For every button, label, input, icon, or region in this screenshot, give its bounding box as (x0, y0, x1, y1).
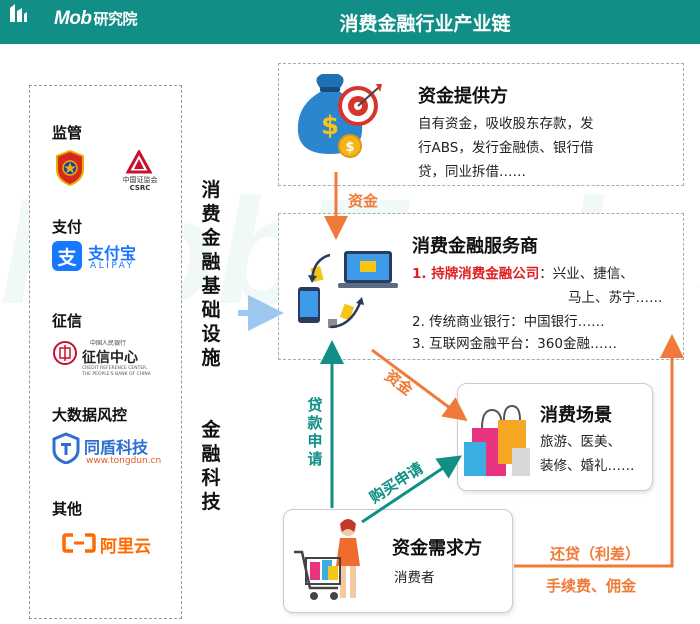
loan-apply-label: 贷款申请 (306, 396, 324, 468)
demand-subtitle: 消费者 (394, 570, 435, 586)
fintech-vertical-char: 融 (201, 443, 221, 465)
logo-text: Mob (54, 8, 92, 29)
fund-provider-title: 资金提供方 (418, 86, 508, 107)
fintech-vertical-char: 金 (201, 419, 221, 441)
shopping-bags-icon (464, 404, 530, 476)
fund-diagonal-arrow (371, 348, 468, 422)
alipay-en-text: ALIPAY (90, 261, 135, 271)
loan-apply-char: 贷 (307, 396, 323, 414)
service-item-2: 2. 传统商业银行：中国银行…… (412, 314, 605, 330)
money-bag-target-icon: $ $ (297, 74, 382, 158)
repay-label: 还贷（利差） (550, 545, 641, 563)
demand-title: 资金需求方 (392, 538, 482, 559)
category-risk-control: 大数据风控 (52, 406, 128, 424)
service-item-1: 1. 持牌消费金融公司：兴业、捷信、 (412, 262, 634, 286)
infrastructure-vertical-char: 费 (201, 203, 221, 225)
scene-line-2: 装修、婚礼…… (540, 458, 635, 474)
purchase-apply-arrow (361, 455, 462, 524)
alipay-cn-text: 支付宝 (88, 244, 137, 263)
shopper-with-cart-icon (294, 519, 360, 600)
loan-apply-char: 款 (307, 414, 323, 432)
loan-apply-char: 申 (307, 432, 323, 450)
credit-center-icon (53, 341, 77, 365)
category-credit: 征信 (52, 312, 83, 330)
fund-demand-box (283, 509, 513, 613)
fintech-vertical-char: 科 (201, 467, 221, 489)
infrastructure-panel: 监管 支付 征信 大数据风控 其他 中国证监会 CSRC 支 支付宝 ALIPA… (29, 85, 182, 619)
tongdun-url-text: www.tongdun.cn (86, 456, 162, 466)
fund-provider-line-3: 贷，同业拆借…… (418, 164, 526, 180)
svg-text:$: $ (321, 111, 339, 141)
infrastructure-vertical-char: 融 (201, 251, 221, 273)
infrastructure-vertical-label: 消费金融基础设施 (198, 178, 224, 370)
scene-line-1: 旅游、医美、 (540, 434, 621, 450)
service-item-1-line-2: 马上、苏宁…… (568, 290, 663, 306)
credit-en2-text: THE PEOPLE'S BANK OF CHINA (82, 372, 151, 377)
licensed-company-rest: ：兴业、捷信、 (539, 266, 634, 282)
infrastructure-vertical-char: 金 (201, 227, 221, 249)
infrastructure-vertical-char: 础 (201, 299, 221, 321)
mob-logo-icon (10, 4, 27, 22)
csrc-logo-icon (126, 150, 152, 174)
category-regulation: 监管 (52, 124, 83, 142)
credit-en1-text: CREDIT REFERENCE CENTER, (82, 366, 148, 371)
infrastructure-vertical-char: 消 (201, 179, 221, 201)
credit-top-text: 中国人民银行 (90, 340, 127, 347)
page-title: 消费金融行业产业链 (339, 13, 511, 35)
service-item-3: 3. 互联网金融平台：360金融…… (412, 336, 617, 352)
fund-provider-line-2: 行ABS，发行金融债、银行借 (418, 140, 594, 156)
infrastructure-vertical-char: 设 (201, 323, 221, 345)
scene-title: 消费场景 (540, 405, 612, 426)
alipay-icon: 支 (52, 241, 82, 271)
loan-apply-char: 请 (307, 450, 323, 468)
infrastructure-vertical-char: 基 (201, 275, 221, 297)
category-payment: 支付 (52, 218, 83, 236)
fintech-vertical-char: 技 (201, 491, 221, 513)
fees-label: 手续费、佣金 (546, 577, 637, 595)
svg-text:$: $ (345, 140, 354, 155)
police-emblem-icon (56, 150, 84, 186)
csrc-en-text: CSRC (129, 184, 151, 192)
fintech-vertical-label: 金融科技 (198, 418, 224, 514)
fund-down-label: 资金 (348, 192, 379, 210)
infrastructure-vertical-char: 施 (201, 347, 221, 369)
licensed-company-label: 1. 持牌消费金融公司 (412, 266, 540, 282)
fund-provider-line-1: 自有资金，吸收股东存款，发 (418, 116, 594, 132)
tongdun-name-text: 同盾科技 (84, 438, 149, 457)
csrc-cn-text: 中国证监会 (122, 176, 158, 184)
tongdun-shield-icon (52, 432, 80, 464)
service-provider-title: 消费金融服务商 (412, 236, 538, 257)
digital-payment-icon (298, 251, 398, 329)
credit-name-text: 征信中心 (82, 350, 138, 366)
aliyun-name-text: 阿里云 (100, 537, 151, 557)
repay-arrow (514, 334, 684, 568)
logo-sub: 研究院 (93, 11, 138, 28)
category-other: 其他 (52, 500, 83, 518)
aliyun-logo-icon (62, 533, 96, 553)
